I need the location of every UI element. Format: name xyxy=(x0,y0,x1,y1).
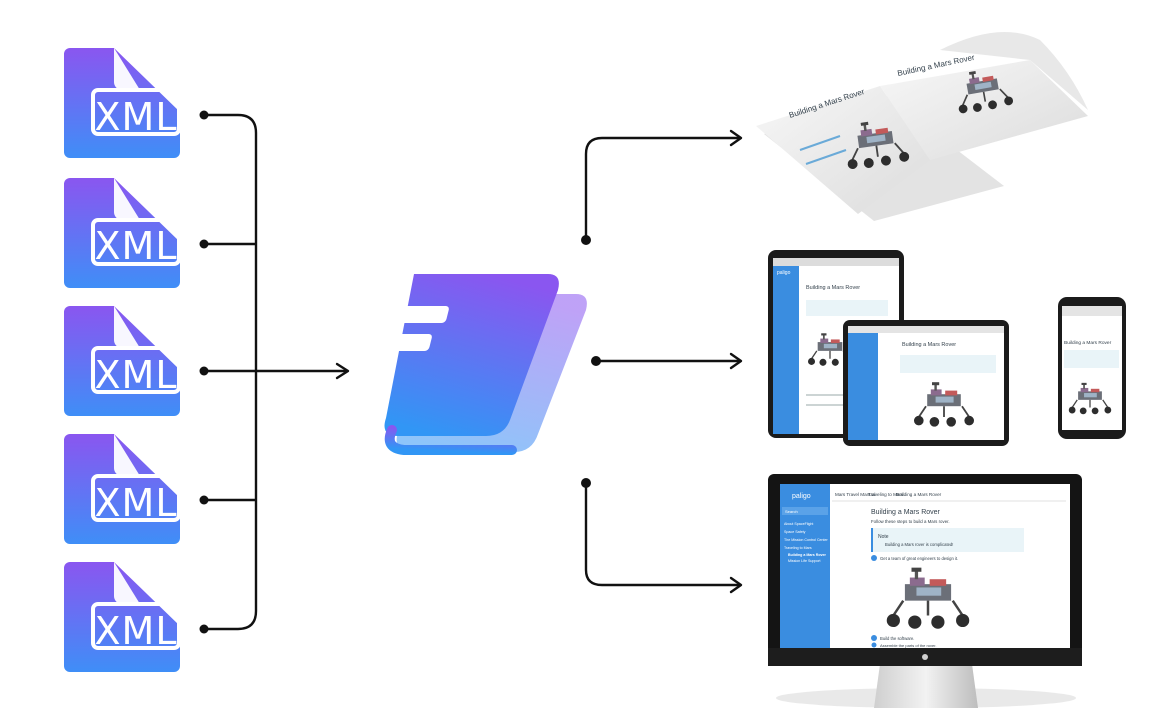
xml-label: XML xyxy=(95,481,178,525)
desktop-search[interactable]: Search xyxy=(785,509,798,514)
tablet-logo: paligo xyxy=(777,270,791,276)
phone-title: Building a Mars Rover xyxy=(1064,340,1112,346)
printed-manual: Building a Mars Rover Building a Mars Ro… xyxy=(756,32,1088,221)
breadcrumb-2[interactable]: Traveling to Mars xyxy=(868,492,904,497)
xml-file-2: XML xyxy=(62,176,182,290)
nav-item-life-support[interactable]: Mission Life Support xyxy=(788,559,821,563)
note-box xyxy=(871,528,1024,552)
xml-label: XML xyxy=(95,353,178,397)
page-curl xyxy=(940,32,1088,110)
nav-item-safety[interactable]: Space Safety xyxy=(784,530,806,534)
step-3: Assemble the parts of the rover. xyxy=(880,643,936,648)
tablet-landscape: Building a Mars Rover xyxy=(843,320,1009,446)
nav-item-mars[interactable]: Traveling to Mars xyxy=(784,546,812,550)
breadcrumb-3[interactable]: Building a Mars Rover xyxy=(896,492,942,497)
connector-to-print xyxy=(584,136,742,242)
xml-file-3: XML xyxy=(62,304,182,418)
book-icon xyxy=(347,274,587,455)
desktop-page-title: Building a Mars Rover xyxy=(871,509,941,516)
connector-dots xyxy=(199,110,209,634)
breadcrumb-1[interactable]: Mars Travel Manual xyxy=(835,492,875,497)
output-connectors xyxy=(584,129,743,594)
step-2: Build the software. xyxy=(880,636,914,641)
xml-file-5: XML xyxy=(62,560,182,674)
desktop-intro: Follow these steps to build a Mars rover… xyxy=(871,519,950,524)
arrowhead-to-book xyxy=(335,362,350,380)
nav-item-mission[interactable]: The Mission Control Center xyxy=(784,538,829,542)
xml-label: XML xyxy=(95,609,178,653)
connector-to-desktop xyxy=(584,481,742,587)
desktop-logo: paligo xyxy=(792,493,811,500)
tablet-title: Building a Mars Rover xyxy=(806,285,860,291)
xml-file-1: XML xyxy=(62,46,182,160)
nav-item-about[interactable]: About SpaceFlight xyxy=(784,522,813,526)
note-label: Note xyxy=(878,534,889,540)
step-1: Get a team of great engineers to design … xyxy=(880,556,958,561)
input-connectors xyxy=(204,113,350,631)
desktop-monitor: paligo Search About SpaceFlight Space Sa… xyxy=(768,474,1082,708)
xml-file-4: XML xyxy=(62,432,182,546)
nav-item-rover[interactable]: Building a Mars Rover xyxy=(788,553,827,557)
note-text: Building a Mars rover is complicated! xyxy=(885,542,953,547)
xml-label: XML xyxy=(95,224,178,268)
right-page xyxy=(880,60,1088,160)
xml-label: XML xyxy=(95,95,178,139)
phone: Building a Mars Rover xyxy=(1058,297,1126,439)
tablet-landscape-title: Building a Mars Rover xyxy=(902,342,956,348)
